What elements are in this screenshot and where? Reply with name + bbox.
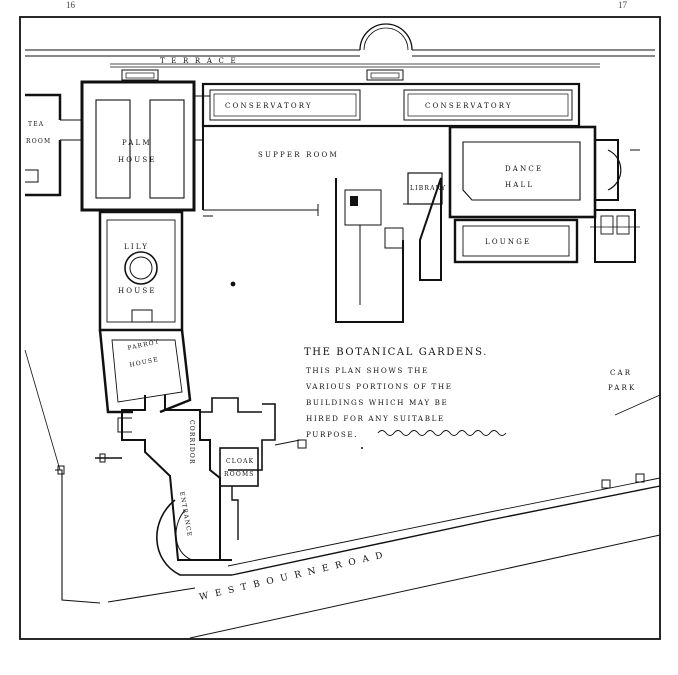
note-line-3: BUILDINGS WHICH MAY BE [306,398,448,407]
page-number-right: 17 [618,0,627,10]
terrace-label: T E R R A C E [160,57,238,65]
parrot-house-label-2: HOUSE [129,356,160,369]
garden-boundary [24,349,196,604]
car-park-label-2: PARK [608,384,636,392]
note-title: THE BOTANICAL GARDENS. [304,347,488,358]
cloak-rooms-label-2: ROOMS [224,471,255,478]
service-rooms [590,209,640,263]
dance-hall [448,125,622,219]
supper-room [202,126,319,217]
note-flourish [377,430,507,436]
westbourne-road-label: W E S T B O U R N E R O A D [198,550,385,602]
note-line-4: HIRED FOR ANY SUITABLE [306,414,445,423]
conservatory-wing [201,82,581,128]
conservatory-right-label: CONSERVATORY [425,102,513,110]
page-number-left: 16 [66,0,75,10]
note-line-1: THIS PLAN SHOWS THE [306,366,429,375]
dance-hall-label-1: DANCE [505,165,543,173]
dance-hall-label-2: HALL [505,181,534,189]
car-park-label-1: CAR [610,369,632,377]
lounge [453,218,579,264]
plan-note: THE BOTANICAL GARDENS. THIS PLAN SHOWS T… [304,347,507,449]
corridor-label: CORRIDOR [188,420,195,465]
conservatory-left-label: CONSERVATORY [225,102,313,110]
entrance-wing [95,395,276,576]
marker-dot [230,281,236,287]
parrot-house [98,329,192,414]
library-block [335,172,443,323]
plan-frame [19,16,661,640]
tea-room-label-2: ROOM [26,138,51,145]
lily-house [98,210,184,332]
lily-house-label-2: HOUSE [118,287,157,295]
westbourne-road [189,439,661,639]
library-label: LIBRARY [410,185,446,192]
tea-room [25,93,62,197]
palm-house [60,80,210,212]
note-line-5: PURPOSE. [306,430,358,439]
entrance-label: ENTRANCE [178,491,193,538]
lounge-label: LOUNGE [485,238,531,246]
cloak-rooms-label-1: CLOAK [226,458,254,465]
tea-room-label-1: TEA [28,121,44,128]
note-line-2: VARIOUS PORTIONS OF THE [305,382,453,391]
terrace [25,23,655,81]
palm-house-label-1: PALM [122,139,152,147]
supper-room-label: SUPPER ROOM [258,151,339,159]
car-park-marker [614,149,661,416]
lily-house-label-1: LILY [124,243,149,251]
palm-house-label-2: HOUSE [118,156,157,164]
